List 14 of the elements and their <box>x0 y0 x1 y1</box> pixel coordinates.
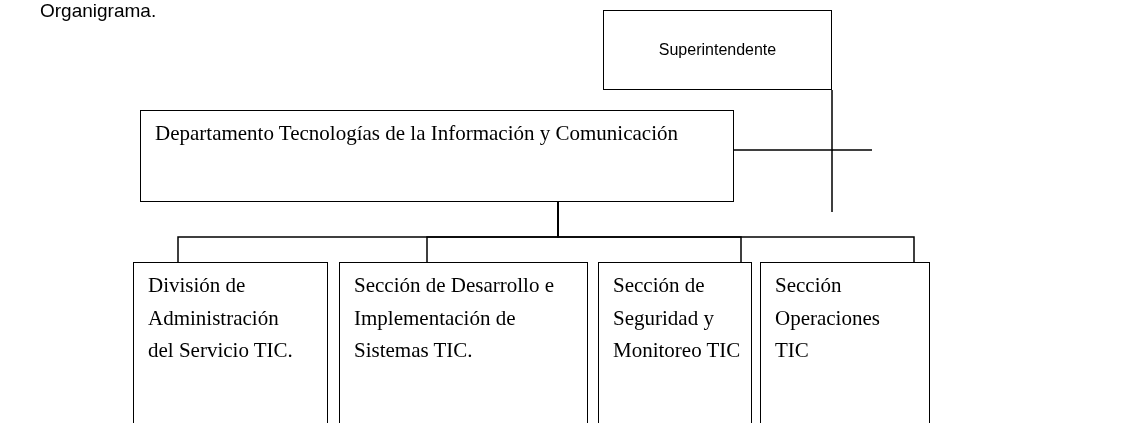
diagram-title: Organigrama. <box>40 0 157 22</box>
org-box <box>760 262 930 423</box>
org-box <box>133 262 328 423</box>
org-box <box>339 262 588 423</box>
org-box <box>603 10 832 90</box>
org-box <box>598 262 752 423</box>
box-label: División de Administración del Servicio TIC. <box>148 272 294 365</box>
box-label: Superintendente <box>658 40 777 60</box>
box-label: Departamento Tecnologías de la Información y Comunicación <box>155 120 678 147</box>
box-label: Sección Operaciones TIC <box>775 272 881 365</box>
org-box <box>140 110 734 202</box>
connector-line <box>733 89 833 151</box>
box-label: Sección de Desarrollo e Implementación de Sistemas TIC. <box>354 272 555 365</box>
box-label: Sección de Seguridad y Monitoreo TIC <box>613 272 742 365</box>
